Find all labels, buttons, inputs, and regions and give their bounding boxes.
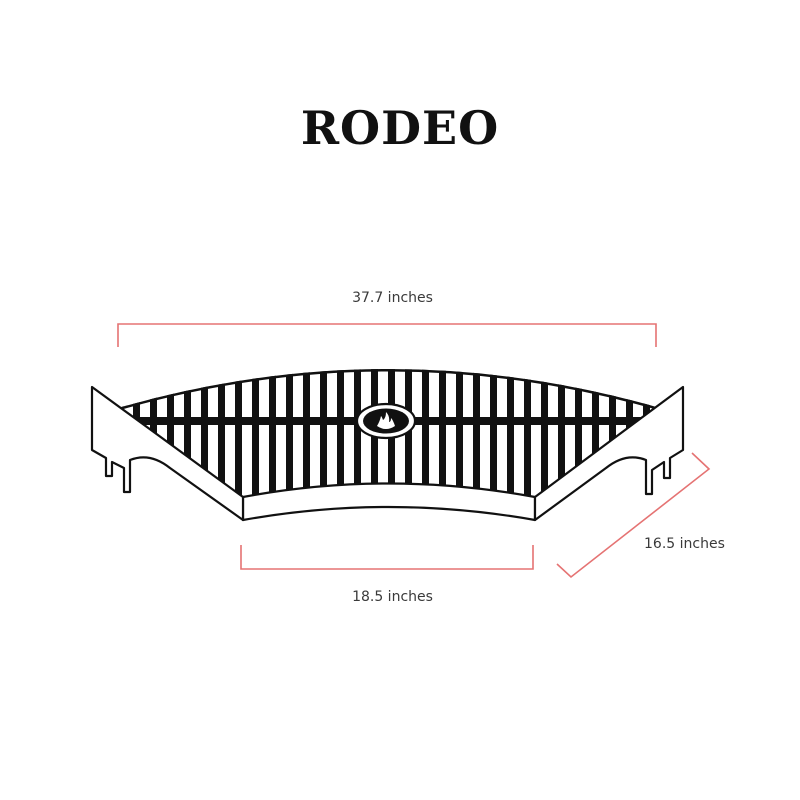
depth-label: 16.5 inches: [644, 536, 725, 552]
product-title: RODEO: [300, 101, 500, 155]
overall-width-label: 37.7 inches: [352, 290, 433, 306]
flame-icon: [377, 412, 395, 429]
left-side-bracket: [90, 385, 245, 522]
inner-width-label: 18.5 inches: [352, 589, 433, 605]
brand-emblem: [355, 402, 417, 440]
inner-width-bracket: [240, 545, 534, 570]
overall-width-bracket: [117, 323, 657, 347]
depth-bracket: [556, 452, 711, 579]
right-side-bracket: [533, 385, 685, 522]
